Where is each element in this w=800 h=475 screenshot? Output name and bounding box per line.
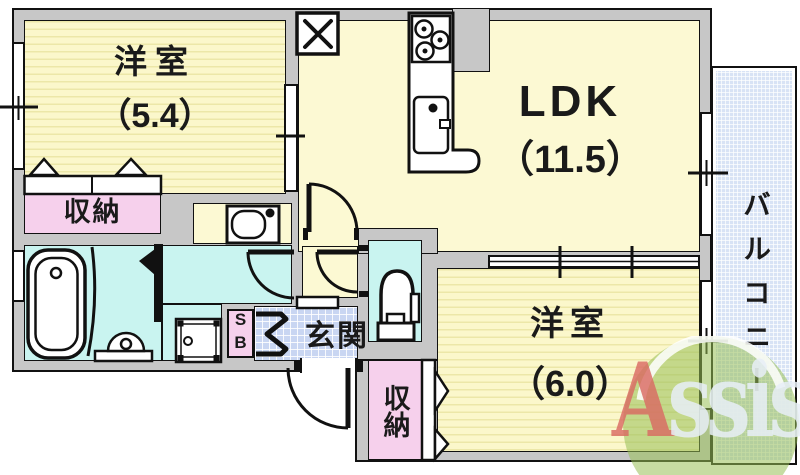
shoe-box (227, 309, 254, 358)
storage-1 (24, 193, 161, 234)
entrance-label: 玄関 (305, 320, 369, 353)
folding-closet-door-icon-2 (420, 358, 450, 463)
bathtub-icon (26, 248, 87, 360)
room-west1 (24, 20, 286, 194)
kitchen-sink-icon (412, 95, 451, 155)
storage-1-label: 収納 (63, 197, 122, 227)
washbasin-icon (225, 204, 281, 245)
front-door-swing-icon (286, 361, 363, 430)
window-bathroom (12, 250, 25, 302)
assist-logo-text: Assist (612, 350, 800, 452)
shoe-box-label-s: S (234, 310, 247, 329)
room-west1-area: （5.4） (97, 97, 213, 135)
washing-machine-pan-icon (174, 317, 223, 364)
bathroom-door-swing-icon (86, 244, 163, 363)
room-ldk-area: （11.5） (496, 139, 644, 181)
toilet-icon (376, 269, 421, 342)
folding-closet-door-icon (23, 157, 163, 196)
room-west1-label: 洋室 (114, 43, 196, 80)
storage-2-label: 収納 (379, 384, 410, 438)
toilet-door-swing-icon (315, 245, 369, 297)
room-west2-area: （6.0） (508, 363, 632, 404)
assist-logo-letter-a: A (612, 341, 674, 461)
assist-logo-swoosh (636, 336, 786, 401)
room-west2-label: 洋室 (530, 305, 610, 343)
gas-stove-icon (410, 14, 452, 64)
assist-logo-letters-rest: ssist (667, 341, 800, 461)
entrance-step (295, 295, 340, 310)
washroom-door-swing-icon (246, 249, 295, 300)
shoe-box-doors-icon (256, 311, 289, 357)
shoe-box-label-b: B (234, 333, 247, 352)
vent-fan-icon (295, 11, 340, 56)
window-west1-ldk (284, 84, 298, 192)
room-ldk-label: LDK (518, 77, 622, 126)
hallway (302, 246, 358, 298)
kitchen-counter-icon (407, 11, 481, 174)
hallway-door-swing-icon (303, 182, 359, 240)
assist-logo-circle (623, 336, 799, 475)
